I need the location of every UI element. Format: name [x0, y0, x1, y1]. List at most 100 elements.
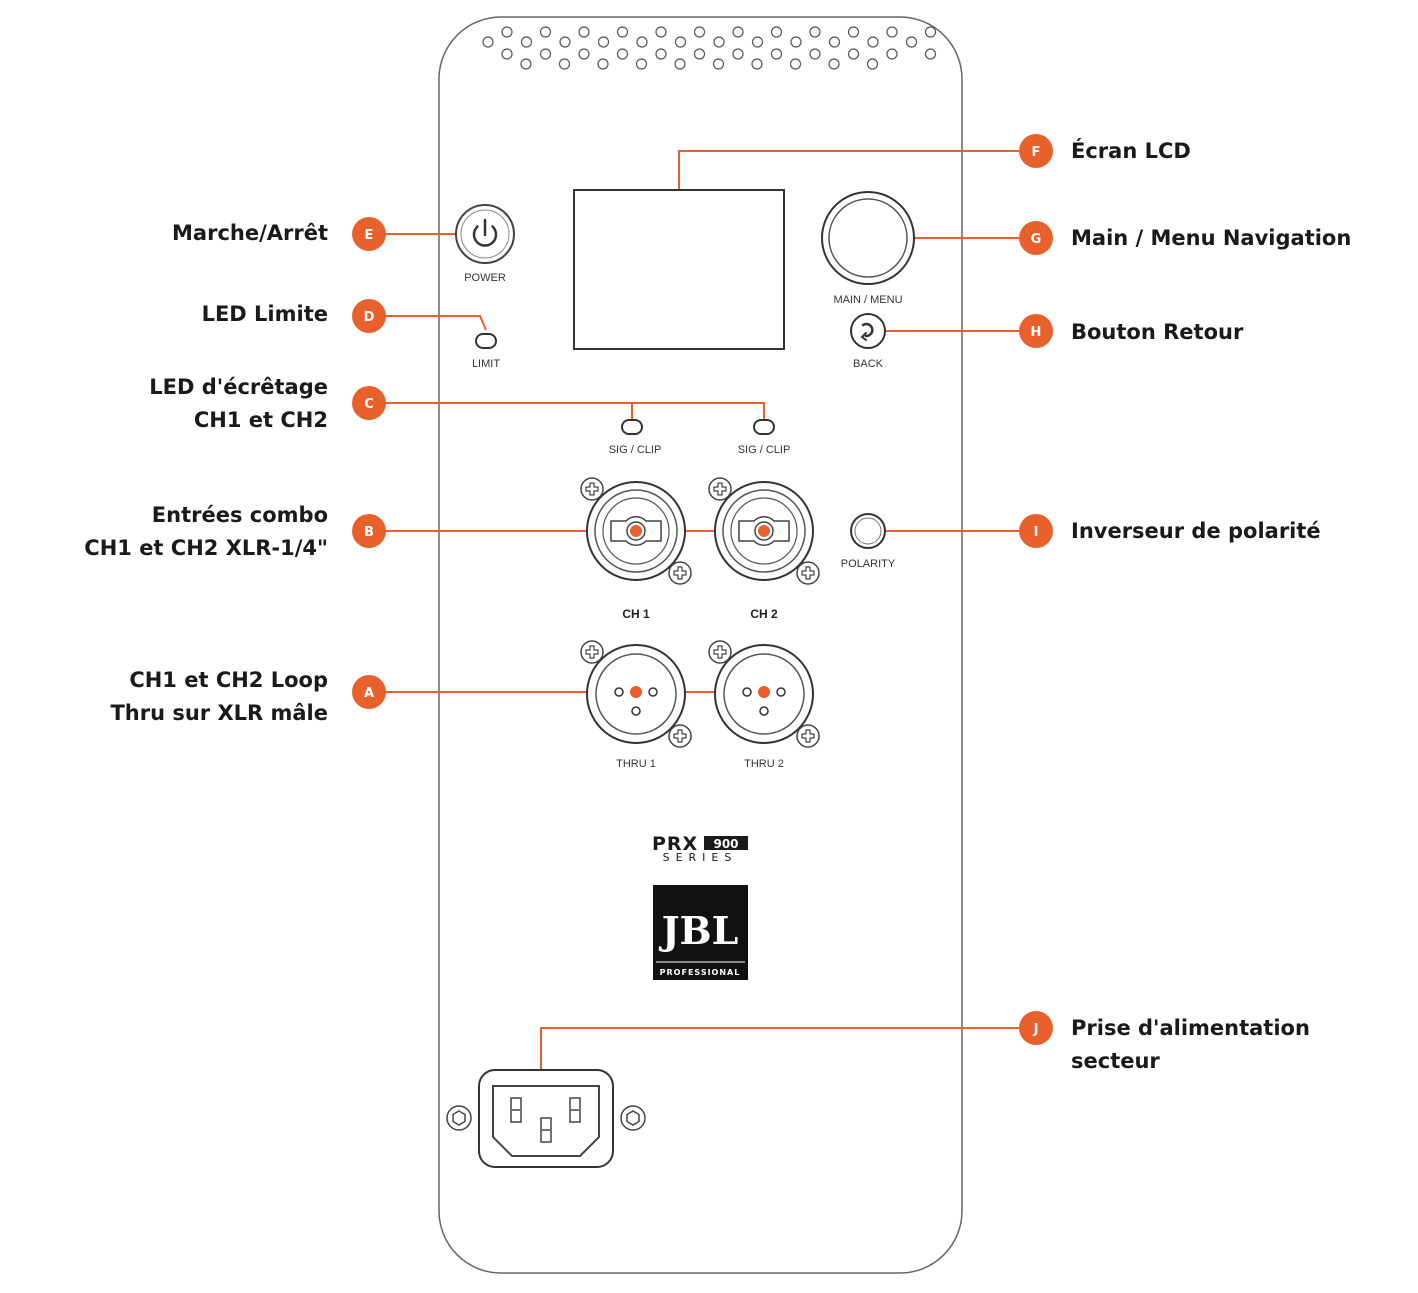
vent-hole: [616, 48, 629, 60]
label-h: Bouton Retour: [1071, 320, 1244, 344]
thru1-label: THRU 1: [616, 758, 656, 770]
vent-hole: [809, 48, 821, 60]
vent-hole: [559, 36, 571, 48]
vent-hole: [732, 48, 744, 60]
vent-hole: [866, 58, 879, 70]
back-label: BACK: [853, 358, 884, 370]
badge-f: F: [1019, 134, 1053, 168]
ch1-label: CH 1: [622, 607, 650, 621]
vent-hole: [597, 36, 610, 48]
vent-hole: [501, 48, 513, 60]
vent-hole: [655, 26, 667, 38]
label-a-line2: Thru sur XLR mâle: [110, 701, 328, 725]
vent-grille: [482, 26, 937, 70]
lcd-screen: [573, 189, 785, 350]
vent-hole: [905, 36, 918, 48]
callout-badges: A B C D E F G H I J: [352, 134, 1053, 1045]
vent-hole: [924, 48, 937, 60]
vent-hole: [482, 36, 494, 48]
mounting-screw: [668, 724, 692, 748]
vent-hole: [886, 26, 898, 38]
series-word: SERIES: [663, 851, 738, 864]
badge-g: G: [1019, 221, 1053, 255]
badge-a: A: [352, 675, 386, 709]
mounting-screw: [580, 477, 604, 501]
vent-hole: [558, 58, 571, 70]
power-label: POWER: [464, 272, 506, 284]
vent-hole: [809, 26, 821, 38]
back-arrow-icon: [860, 322, 874, 341]
callout-anchor-dots: [630, 525, 770, 698]
svg-text:I: I: [1034, 525, 1039, 540]
vent-hole: [751, 36, 764, 48]
vent-hole: [616, 26, 629, 38]
mounting-screw: [796, 724, 820, 748]
callout-lines: [368, 150, 1036, 1070]
main-menu-label: MAIN / MENU: [833, 294, 902, 306]
badge-d: D: [352, 299, 386, 333]
label-i: Inverseur de polarité: [1071, 519, 1321, 543]
sig-clip-led-ch2: [753, 419, 775, 435]
svg-text:J: J: [1033, 1022, 1039, 1037]
mounting-screw: [708, 640, 732, 664]
vent-hole: [924, 26, 937, 38]
svg-text:E: E: [365, 228, 374, 243]
label-a-line1: CH1 et CH2 Loop: [129, 668, 328, 692]
svg-text:D: D: [364, 310, 375, 325]
vent-hole: [712, 58, 725, 70]
ch2-label: CH 2: [750, 607, 778, 621]
limit-label: LIMIT: [472, 358, 500, 370]
vent-hole: [713, 36, 725, 48]
vent-hole: [539, 26, 552, 38]
vent-hole: [674, 36, 687, 48]
label-g: Main / Menu Navigation: [1071, 226, 1351, 250]
sig-clip-label-ch2: SIG / CLIP: [738, 444, 791, 456]
mounting-screw: [668, 561, 692, 585]
badge-b: B: [352, 514, 386, 548]
connector-screws: [580, 477, 820, 748]
sig-clip-led-ch1: [621, 419, 643, 435]
label-b-line2: CH1 et CH2 XLR-1/4": [84, 536, 328, 560]
svg-text:B: B: [364, 525, 374, 540]
vent-hole: [693, 48, 706, 60]
mounting-screw: [796, 561, 820, 585]
label-e: Marche/Arrêt: [172, 221, 328, 245]
ac-power-inlet[interactable]: [478, 1069, 614, 1168]
polarity-label: POLARITY: [841, 558, 896, 570]
badge-i: I: [1019, 514, 1053, 548]
vent-hole: [828, 36, 841, 48]
vent-hole: [828, 58, 840, 70]
vent-hole: [655, 48, 667, 60]
vent-hole: [867, 36, 879, 48]
vent-hole: [578, 26, 590, 38]
svg-text:F: F: [1032, 145, 1041, 160]
vent-hole: [847, 26, 860, 38]
jbl-logo-text: JBL: [659, 908, 739, 953]
callout-line-c: [368, 402, 765, 420]
vent-hole: [847, 48, 860, 60]
series-number-box: [704, 836, 748, 850]
vent-hole: [520, 36, 533, 48]
badge-c: C: [352, 386, 386, 420]
mounting-screw: [708, 477, 732, 501]
vent-hole: [770, 48, 783, 60]
back-button[interactable]: [850, 313, 886, 349]
mounting-screw: [580, 640, 604, 664]
label-j-line1: Prise d'alimentation: [1071, 1016, 1310, 1040]
vent-hole: [674, 58, 686, 70]
series-number: 900: [713, 837, 738, 851]
prx900-series-logo: PRX 900 SERIES: [652, 833, 748, 864]
power-icon: [472, 218, 498, 247]
thru-output-2[interactable]: [714, 644, 814, 744]
svg-text:G: G: [1031, 232, 1042, 247]
badge-e: E: [352, 217, 386, 251]
main-menu-encoder[interactable]: [821, 191, 915, 285]
svg-text:A: A: [364, 686, 374, 701]
polarity-switch[interactable]: [850, 513, 886, 549]
label-b-line1: Entrées combo: [152, 503, 328, 527]
badge-h: H: [1019, 314, 1053, 348]
power-button[interactable]: [455, 204, 515, 264]
vent-hole: [751, 58, 763, 70]
limit-led: [475, 333, 497, 349]
